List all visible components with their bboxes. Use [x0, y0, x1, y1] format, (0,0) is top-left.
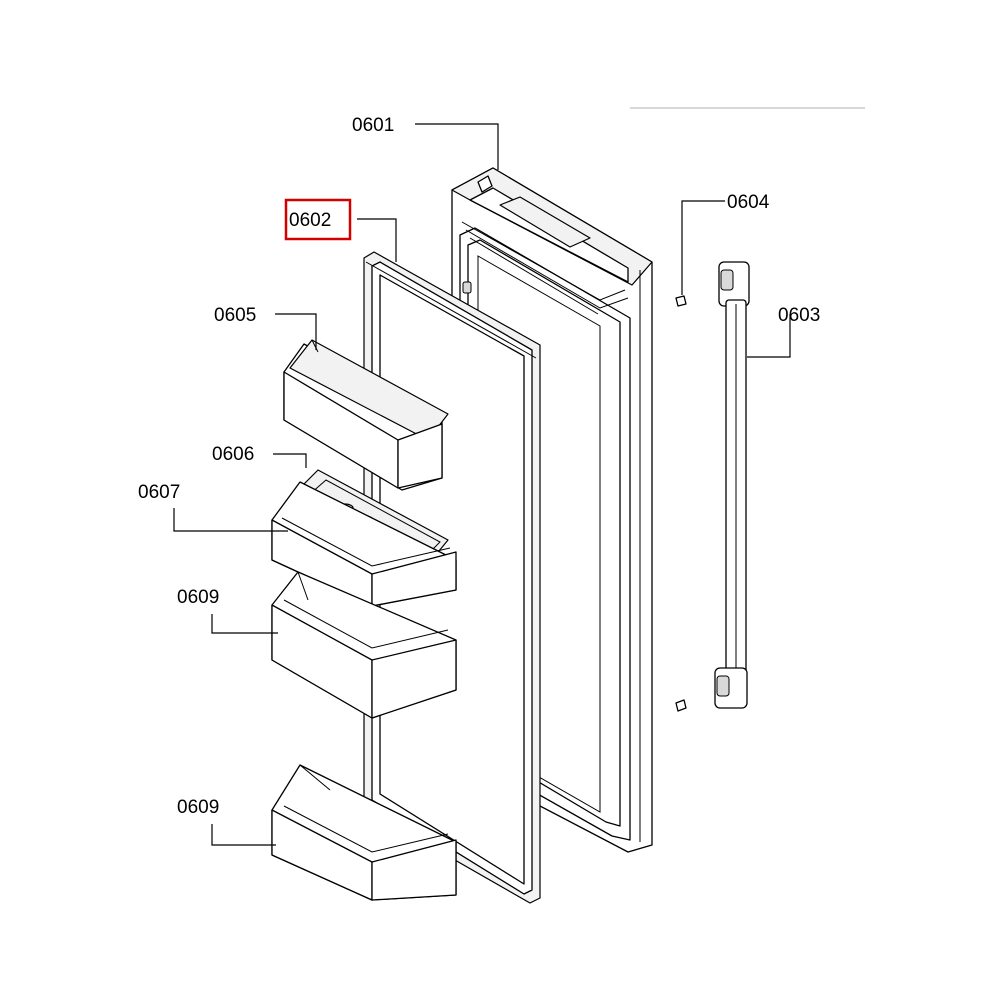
highlight-box-0602: [284, 198, 352, 241]
dairy-compartment: [283, 339, 449, 491]
door-handle: [714, 261, 750, 709]
balcony-shelf-upper: [271, 481, 457, 607]
callout-0609-lower[interactable]: 0609: [177, 797, 219, 818]
callout-0605[interactable]: 0605: [214, 305, 256, 326]
balcony-shelf-lower: [271, 764, 457, 901]
leader-lines: [173, 123, 791, 846]
callout-0607[interactable]: 0607: [138, 482, 180, 503]
callout-0606[interactable]: 0606: [212, 444, 254, 465]
balcony-shelf-middle: [271, 571, 457, 719]
callout-0602[interactable]: 0602: [289, 210, 331, 231]
callout-0601[interactable]: 0601: [352, 115, 394, 136]
callout-0603[interactable]: 0603: [778, 305, 820, 326]
callout-labels: 0601 0602 0603 0604 0605 0606 0607 0609 …: [138, 115, 820, 818]
callout-0604[interactable]: 0604: [727, 192, 770, 213]
callout-0609-upper[interactable]: 0609: [177, 587, 219, 608]
screws: [675, 295, 687, 712]
